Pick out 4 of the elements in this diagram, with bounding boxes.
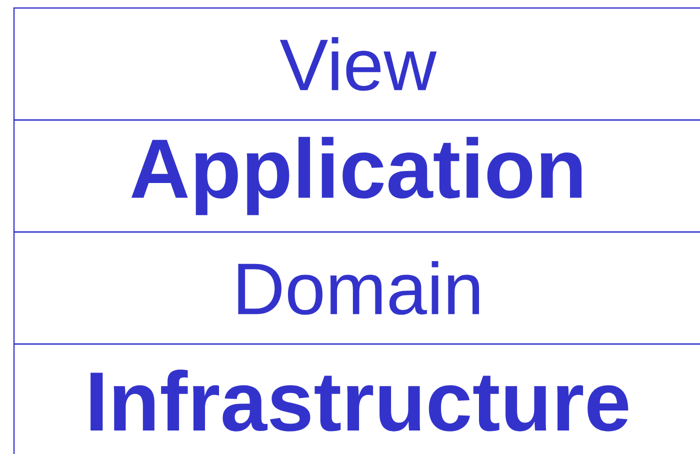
layer-band: Application bbox=[13, 119, 700, 233]
layer-band: Domain bbox=[13, 231, 700, 345]
layer-band: View bbox=[13, 7, 700, 121]
layer-band: Infrastructure bbox=[13, 343, 700, 454]
